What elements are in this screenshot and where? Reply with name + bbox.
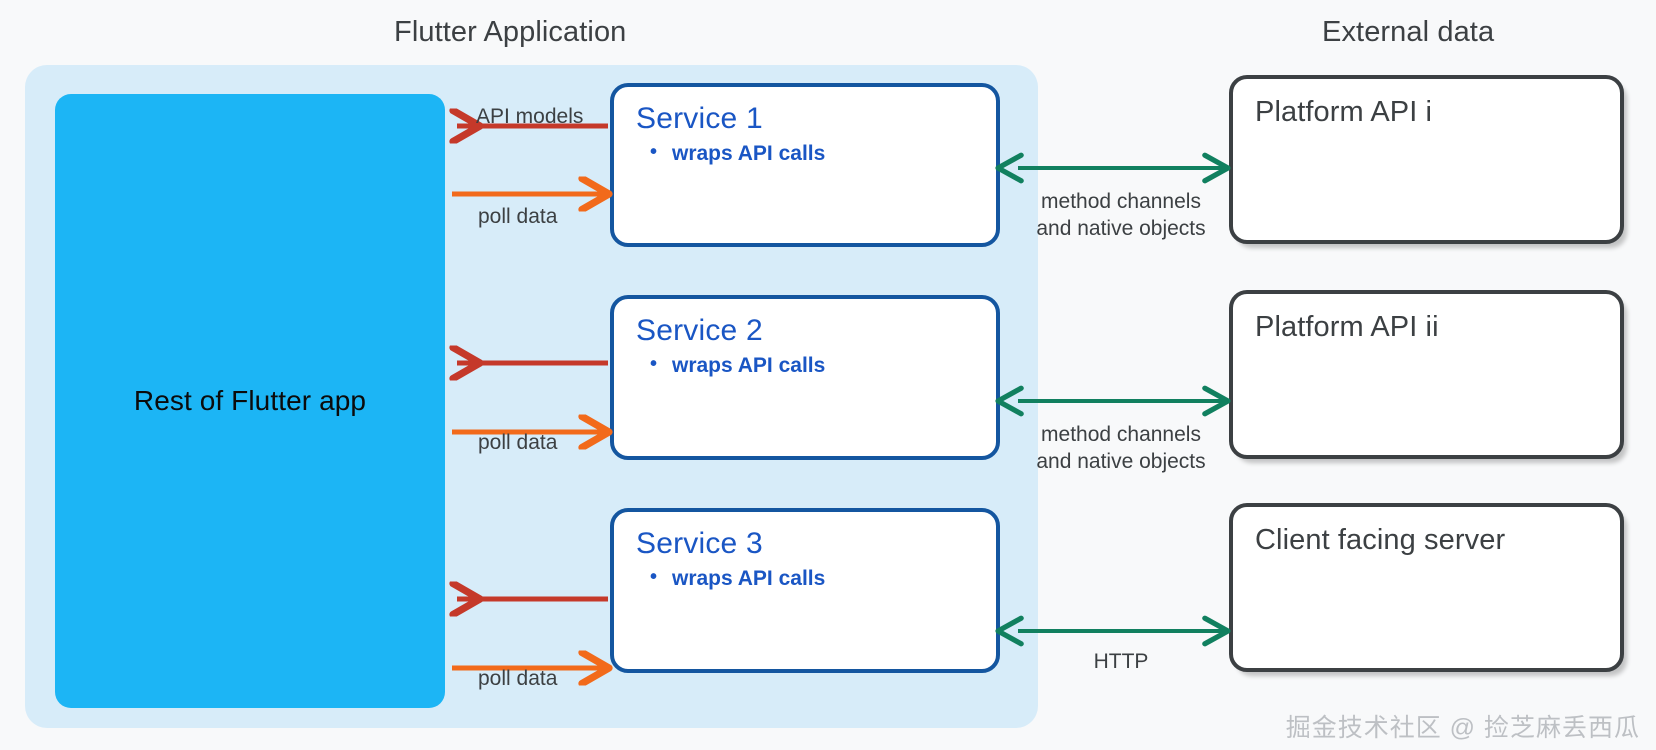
service-1-bullet-list: wraps API calls bbox=[636, 138, 974, 169]
service-box-1[interactable]: Service 1 wraps API calls bbox=[610, 83, 1000, 247]
service-2-bullet-list: wraps API calls bbox=[636, 350, 974, 381]
label-method-channels-1: method channels and native objects bbox=[1018, 188, 1224, 243]
client-facing-server-title: Client facing server bbox=[1255, 524, 1506, 556]
watermark-text: 掘金技术社区 @ 捡芝麻丢西瓜 bbox=[1285, 714, 1640, 742]
label-poll-data-1: poll data bbox=[478, 205, 558, 228]
rest-of-flutter-app-label: Rest of Flutter app bbox=[133, 385, 367, 416]
service-2-bullet: wraps API calls bbox=[636, 350, 974, 381]
label-method-channels-2-line2: and native objects bbox=[1036, 450, 1206, 474]
service-3-bullet: wraps API calls bbox=[636, 563, 974, 594]
label-poll-data-3: poll data bbox=[478, 667, 558, 690]
external-data-title: External data bbox=[1322, 16, 1495, 48]
service-box-3[interactable]: Service 3 wraps API calls bbox=[610, 508, 1000, 673]
platform-api-ii-title: Platform API ii bbox=[1255, 311, 1439, 343]
label-method-channels-2: method channels and native objects bbox=[1018, 421, 1224, 476]
external-box-platform-api-i[interactable]: Platform API i bbox=[1229, 75, 1624, 244]
service-box-2[interactable]: Service 2 wraps API calls bbox=[610, 295, 1000, 460]
label-method-channels-2-line1: method channels bbox=[1041, 423, 1201, 446]
service-2-title: Service 2 bbox=[636, 314, 763, 347]
service-1-title: Service 1 bbox=[636, 102, 763, 135]
label-poll-data-2: poll data bbox=[478, 431, 558, 454]
rest-of-flutter-app-block: Rest of Flutter app bbox=[55, 94, 445, 708]
flutter-application-title: Flutter Application bbox=[394, 16, 627, 48]
service-1-bullet: wraps API calls bbox=[636, 138, 974, 169]
label-http: HTTP bbox=[1093, 650, 1149, 673]
external-box-platform-api-ii[interactable]: Platform API ii bbox=[1229, 290, 1624, 459]
label-method-channels-1-line2: and native objects bbox=[1036, 217, 1206, 241]
platform-api-i-title: Platform API i bbox=[1255, 96, 1433, 128]
service-3-bullet-list: wraps API calls bbox=[636, 563, 974, 594]
external-box-client-facing-server[interactable]: Client facing server bbox=[1229, 503, 1624, 672]
label-method-channels-1-line1: method channels bbox=[1041, 190, 1201, 213]
label-api-models: API models bbox=[476, 105, 584, 128]
service-3-title: Service 3 bbox=[636, 527, 763, 560]
